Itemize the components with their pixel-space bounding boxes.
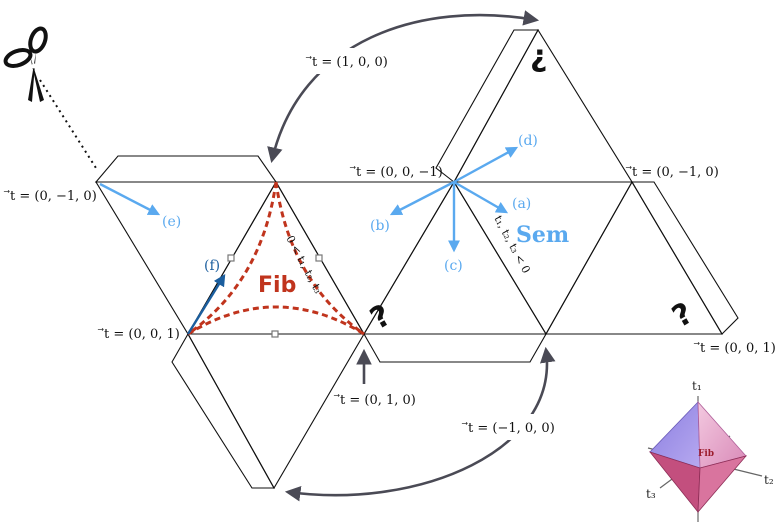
tab-bottom-mid: [363, 333, 547, 363]
label-bg-m100: [466, 414, 570, 440]
vector-a: [453, 180, 509, 214]
label-t-001-right: ⃗t = (0, 0, 1): [693, 341, 776, 356]
label-t-001-left: ⃗t = (0, 0, 1): [97, 327, 180, 342]
edge-tick-right: [315, 254, 323, 262]
gluing-arrows: [267, 10, 556, 502]
question-mark-mid: ?: [365, 298, 398, 337]
axis-t1-label: t₁: [692, 379, 702, 393]
vector-f-label: (f): [204, 258, 220, 274]
fib-boundary-2: [274, 181, 365, 336]
face-top-left: [95, 181, 277, 336]
scissors-cut: [3, 26, 97, 169]
vector-b: [389, 180, 455, 216]
vector-a-label: (a): [512, 196, 531, 212]
tab-top-left: [94, 155, 278, 183]
scissors-icon: [3, 26, 48, 102]
glue-tabs: [94, 29, 739, 489]
sem-label: Sem: [516, 222, 569, 248]
question-mark-right: ?: [667, 296, 700, 335]
arrow-top-to-upper: [267, 10, 540, 164]
octahedron-net: [95, 28, 723, 490]
edge-tick-bottom: [271, 330, 279, 338]
label-bg-100: [310, 48, 414, 74]
vector-e-label: (e): [162, 214, 181, 230]
axis-t3-label: t₃: [646, 487, 656, 501]
vectors: (a) (b) (c) (d) (e) (f): [99, 133, 538, 335]
tab-bottom-left: [171, 332, 275, 489]
label-t-0m10-right: ⃗t = (0, −1, 0): [625, 165, 719, 180]
label-t-0m10-left: ⃗t = (0, −1, 0): [3, 189, 97, 204]
vector-f: [186, 273, 226, 335]
cut-line: [39, 79, 97, 169]
fib-label: Fib: [258, 273, 296, 298]
sem-region: Sem t₁, t₂, t₃ < 0: [491, 213, 569, 275]
face-right: [545, 180, 723, 335]
tab-upper: [435, 29, 539, 183]
face-sem: [453, 181, 633, 336]
label-t-010: ⃗t = (0, 1, 0): [333, 393, 416, 408]
vector-b-label: (b): [370, 218, 390, 234]
edge-tick-left: [227, 254, 235, 262]
arrow-bottom-to-bottom: [284, 346, 556, 502]
octa-fib-label: Fib: [698, 449, 714, 459]
vector-c-label: (c): [444, 258, 463, 274]
fib-boundary-3: [187, 305, 365, 336]
octahedron-inset: Fib t₁ t₂ t₃: [646, 379, 774, 522]
vector-e: [99, 182, 161, 216]
axis-t2-label: t₂: [764, 473, 774, 487]
inverted-question-mark: ¿: [530, 39, 547, 74]
label-t-100: ⃗t = (1, 0, 0): [305, 55, 388, 70]
label-t-m100: ⃗t = (−1, 0, 0): [461, 421, 555, 436]
fib-boundary-1: [187, 181, 278, 336]
label-t-00m1: ⃗t = (0, 0, −1): [349, 165, 443, 180]
vector-d-label: (d): [518, 133, 538, 149]
octa-face-bottom-right: [697, 455, 748, 514]
coordinate-labels: ⃗t = (1, 0, 0) ⃗t = (0, 0, −1) ⃗t = (0, …: [3, 48, 776, 440]
